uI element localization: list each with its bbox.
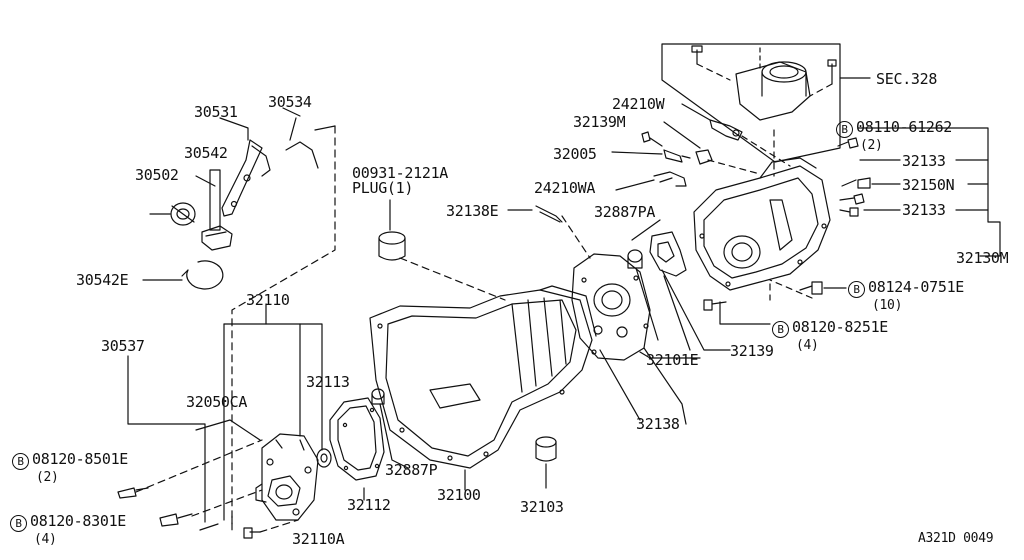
bolt-quantity: (2) [36, 470, 59, 485]
b-marker-icon: B [772, 321, 789, 338]
main-case [369, 285, 597, 491]
gasket-group [329, 388, 409, 501]
label-32887pa[interactable]: 32887PA [594, 203, 656, 221]
label-32101e[interactable]: 32101E [646, 351, 699, 369]
b-marker-icon: B [848, 281, 865, 298]
label-32005[interactable]: 32005 [553, 145, 597, 163]
bolt-quantity: (4) [34, 532, 57, 547]
label-24210w[interactable]: 24210W [612, 95, 665, 113]
b-marker-icon: B [10, 515, 27, 532]
label-32103[interactable]: 32103 [520, 498, 564, 516]
label-32133-lower[interactable]: 32133 [902, 201, 946, 219]
b-marker-icon: B [836, 121, 853, 138]
label-sec-328[interactable]: SEC.328 [876, 70, 938, 88]
label-24210wa[interactable]: 24210WA [534, 179, 596, 197]
label-plug[interactable]: PLUG(1) [352, 179, 414, 197]
b-marker-icon: B [12, 453, 29, 470]
label-32138[interactable]: 32138 [636, 415, 680, 433]
label-30502[interactable]: 30502 [135, 166, 179, 184]
label-32112[interactable]: 32112 [347, 496, 391, 514]
label-32113[interactable]: 32113 [306, 373, 350, 391]
label-32139[interactable]: 32139 [730, 342, 774, 360]
bolt-quantity: (10) [872, 298, 903, 313]
label-30534[interactable]: 30534 [268, 93, 312, 111]
extension-housing [611, 43, 1001, 325]
label-30537[interactable]: 30537 [101, 337, 145, 355]
bolt-quantity: (4) [796, 338, 819, 353]
label-32050ca[interactable]: 32050CA [186, 393, 248, 411]
label-30542[interactable]: 30542 [184, 144, 228, 162]
label-32110a[interactable]: 32110A [292, 530, 345, 548]
bolt-part-number: 08120-8251E [792, 318, 889, 336]
label-32133-upper[interactable]: 32133 [902, 152, 946, 170]
leader-lines [507, 209, 731, 425]
label-32110[interactable]: 32110 [246, 291, 290, 309]
bolt-part-number: 08124-0751E [868, 278, 965, 296]
label-32100[interactable]: 32100 [437, 486, 481, 504]
bolt-quantity: (2) [860, 138, 883, 153]
label-32887p[interactable]: 32887P [385, 461, 438, 479]
label-30531[interactable]: 30531 [194, 103, 238, 121]
bolt-part-number: 08120-8301E [30, 512, 127, 530]
label-32150n[interactable]: 32150N [902, 176, 955, 194]
plug-group [378, 199, 506, 301]
plug-32103 [535, 436, 557, 489]
adapter-plate [535, 205, 691, 421]
label-32130m[interactable]: 32130M [956, 249, 1009, 267]
diagram-reference-code: A321D 0049 [918, 531, 994, 546]
label-32139m[interactable]: 32139M [573, 113, 626, 131]
label-30542e[interactable]: 30542E [76, 271, 129, 289]
label-00931-2121a[interactable]: 00931-2121A [352, 164, 449, 182]
shift-fork-group [142, 107, 336, 531]
bolt-part-number: 08120-8501E [32, 450, 129, 468]
label-32138e[interactable]: 32138E [446, 202, 499, 220]
bolt-part-number: 08110-61262 [856, 118, 953, 136]
front-cover [117, 303, 332, 539]
